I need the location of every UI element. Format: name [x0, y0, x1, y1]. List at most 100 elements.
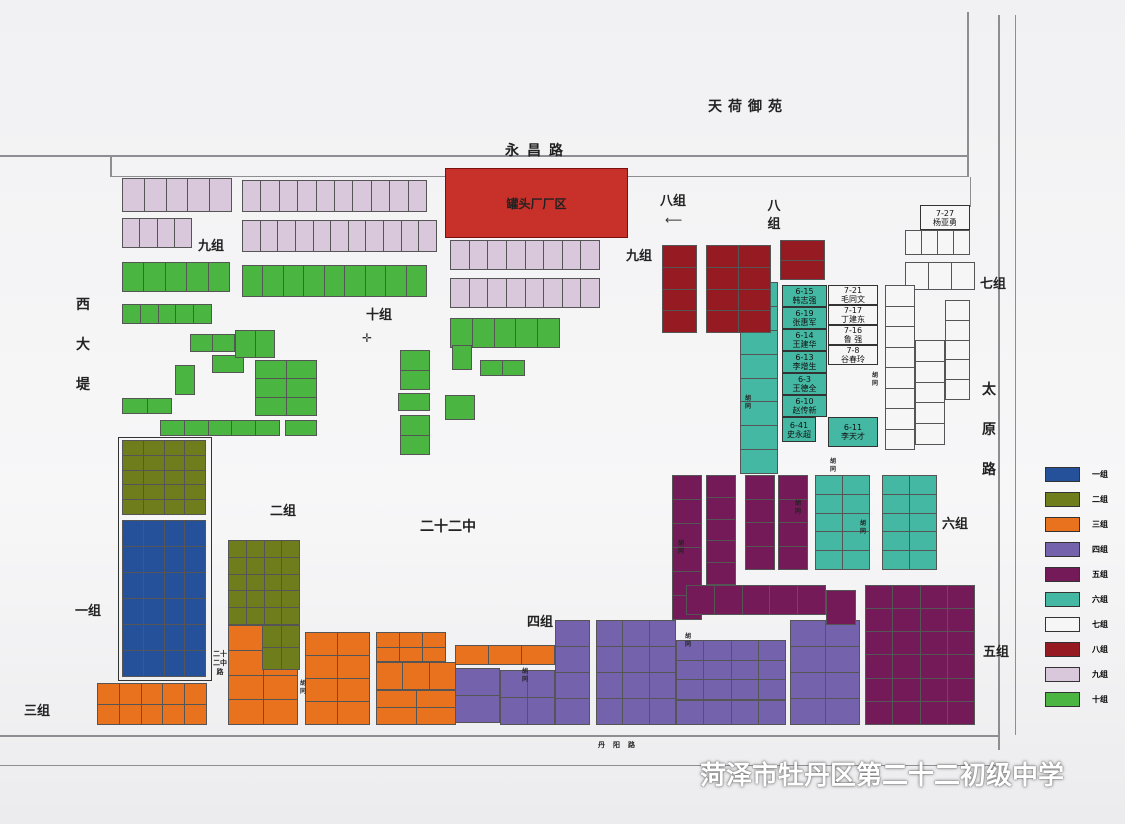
house-cell [123, 521, 143, 546]
house-code: 7-16 [843, 326, 863, 335]
house-cell [556, 699, 589, 724]
house-cell [623, 673, 649, 698]
alley-label: 胡同 [860, 520, 867, 535]
house-cell [704, 660, 731, 680]
house-cell [779, 523, 807, 546]
house-block [305, 632, 370, 725]
house-cell [677, 660, 704, 680]
house-cell [286, 421, 316, 435]
house-owner: 张惠军 [792, 318, 817, 327]
house-owner: 谷春玲 [841, 355, 865, 364]
house-cell [140, 305, 158, 323]
house-cell [673, 500, 701, 523]
house-cell [187, 263, 208, 291]
house-cell [377, 708, 416, 724]
house-cell [264, 608, 282, 624]
house-cell [506, 279, 525, 307]
house-cell [255, 331, 274, 357]
house-cell [731, 701, 758, 724]
house-cell [779, 546, 807, 569]
house-cell [886, 306, 914, 326]
house-block [400, 350, 430, 390]
house-cell [673, 476, 701, 499]
house-cell [208, 421, 232, 435]
house-cell [141, 684, 163, 704]
house-cell [886, 429, 914, 449]
road-label-bottom: 丹阳路 [598, 741, 643, 749]
house-block [242, 220, 437, 252]
house-cell [916, 403, 944, 424]
road-label-left: 西大堤 [76, 297, 90, 393]
house-block [97, 683, 207, 725]
house-cell [623, 647, 649, 672]
house-cell [741, 426, 777, 450]
house-cell [164, 500, 185, 514]
house-cell [707, 267, 738, 289]
house-cell [263, 266, 283, 296]
house-cell [286, 361, 316, 379]
house-cell [143, 470, 164, 485]
alley-label: 胡同 [872, 372, 879, 387]
group-label-9b: 九组 [626, 249, 653, 264]
house-cell [98, 684, 119, 704]
house-block [686, 585, 826, 615]
house-cell [229, 541, 246, 557]
house-cell [581, 241, 599, 269]
house-cell [306, 656, 337, 678]
factory-area: 罐头厂厂区 [445, 168, 628, 238]
house-cell [677, 701, 704, 724]
house-cell [947, 609, 974, 632]
house-cell [399, 394, 429, 410]
house-cell [946, 360, 969, 380]
house-cell [516, 319, 537, 347]
house-cell [185, 470, 205, 485]
house-cell [758, 641, 785, 660]
house-cell [164, 455, 185, 470]
house-cell [707, 289, 738, 311]
legend-label: 四组 [1092, 545, 1108, 554]
house-block [778, 475, 808, 570]
house-block [455, 645, 555, 665]
house-code: 7-8 [846, 346, 860, 355]
house-cell [164, 485, 185, 500]
house-cell [866, 632, 893, 655]
house-code: 7-17 [843, 306, 863, 315]
house-cell [123, 441, 143, 455]
house-block [905, 230, 970, 255]
house-cell [816, 513, 842, 532]
house-cell [952, 263, 974, 289]
house-cell [185, 485, 205, 500]
house-cell [816, 476, 842, 494]
road-line-right-outer [1015, 15, 1016, 735]
house-cell [143, 521, 164, 546]
house-cell [194, 305, 211, 323]
house-cell [140, 219, 157, 247]
house-cell [866, 586, 893, 609]
house-cell [649, 621, 675, 646]
alley-label: 胡同 [795, 500, 802, 515]
legend-swatch [1045, 617, 1080, 632]
house-cell [488, 241, 506, 269]
house-cell [920, 586, 947, 609]
house-block [122, 398, 172, 414]
house-cell [687, 586, 714, 614]
house-cell [938, 231, 953, 254]
house-cell [649, 699, 675, 724]
house-cell [946, 320, 969, 340]
house-cell [281, 626, 299, 647]
legend-swatch [1045, 642, 1080, 657]
house-cell [286, 397, 316, 415]
alley-label: 胡同 [685, 633, 692, 648]
house-cell [501, 698, 527, 724]
house-cell [746, 499, 774, 522]
house-cell [246, 574, 264, 591]
house-cell [365, 266, 386, 296]
house-cell [246, 541, 264, 557]
house-cell [232, 421, 256, 435]
house-cell [456, 646, 488, 664]
alley-label: 胡同 [678, 540, 685, 555]
legend-swatch [1045, 567, 1080, 582]
house-cell [401, 435, 429, 454]
